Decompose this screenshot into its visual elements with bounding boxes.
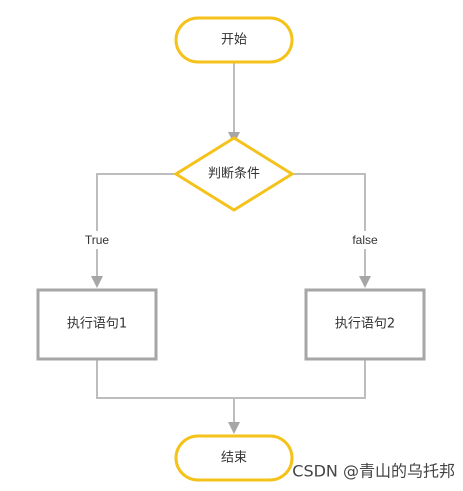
true-branch-label: True bbox=[85, 233, 110, 247]
statement1-node: 执行语句1 bbox=[36, 288, 158, 361]
connector-statement1-merge bbox=[96, 359, 234, 399]
end-node: 结束 bbox=[174, 434, 294, 482]
statement1-process-shape bbox=[36, 288, 158, 361]
true-label-bg bbox=[80, 231, 114, 249]
arrowhead-statement1 bbox=[91, 276, 103, 288]
arrowhead-statement2 bbox=[359, 276, 371, 288]
statement2-node: 执行语句2 bbox=[304, 288, 426, 361]
connector-condition-to-statement2 bbox=[292, 173, 366, 278]
statement1-label: 执行语句1 bbox=[67, 317, 127, 332]
connector-statement2-merge bbox=[234, 359, 366, 399]
branch-labels: True false bbox=[80, 231, 384, 249]
end-terminal-shape bbox=[174, 434, 294, 482]
start-terminal-shape bbox=[174, 16, 294, 64]
start-node: 开始 bbox=[174, 16, 294, 64]
watermark-text: CSDN @青山的乌托邦 bbox=[292, 462, 455, 481]
condition-label: 判断条件 bbox=[208, 166, 260, 182]
statement2-label: 执行语句2 bbox=[335, 317, 395, 332]
end-label: 结束 bbox=[221, 451, 247, 466]
connectors bbox=[91, 63, 371, 434]
false-label-bg bbox=[346, 231, 384, 249]
arrowhead-end bbox=[228, 422, 240, 434]
condition-node: 判断条件 bbox=[173, 136, 295, 212]
false-branch-label: false bbox=[352, 233, 378, 247]
condition-diamond-shape bbox=[173, 136, 295, 212]
start-label: 开始 bbox=[221, 33, 247, 48]
connector-condition-to-statement1 bbox=[96, 173, 176, 278]
statement2-process-shape bbox=[304, 288, 426, 361]
